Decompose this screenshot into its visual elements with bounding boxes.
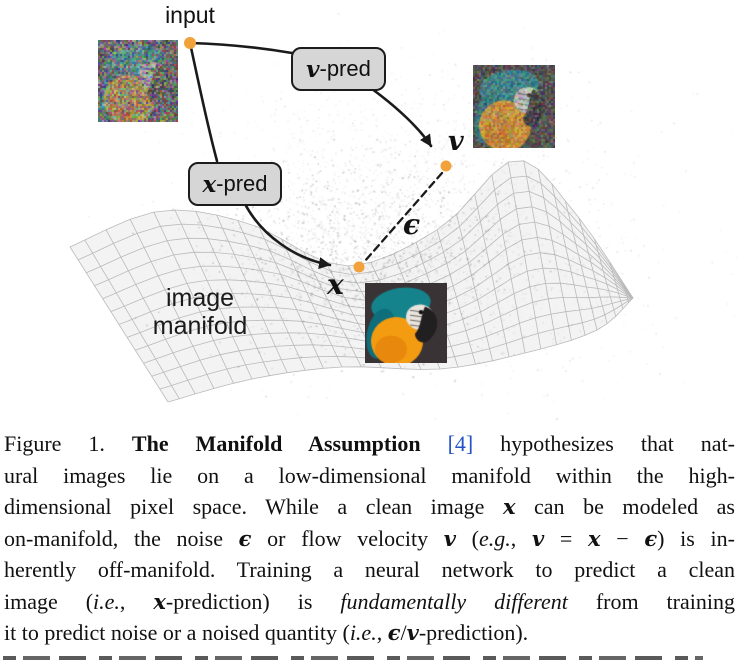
caption-run: ϵ <box>387 620 401 645</box>
caption-run: , <box>510 525 532 551</box>
citation-link-4[interactable]: [4] <box>447 431 474 456</box>
caption-run: can be modeled as <box>515 494 735 519</box>
image-manifold-label-line2: manifold <box>152 312 248 340</box>
caption-run: from training <box>567 588 735 614</box>
caption-run: ϵ <box>238 525 252 551</box>
caption-run: / <box>400 620 407 645</box>
caption-run: = <box>544 525 588 551</box>
caption-run: x <box>502 494 516 519</box>
caption-run: v <box>531 525 545 551</box>
diagram-arrows <box>184 37 452 273</box>
caption-run: fundamentally different <box>340 588 568 614</box>
epsilon-label: ϵ <box>403 208 421 241</box>
caption-run: hypothesizes that nat- <box>473 431 735 456</box>
caption-run: image ( <box>4 588 94 614</box>
input-to-xpred-curve <box>188 41 219 163</box>
v-label: v <box>448 126 464 157</box>
caption-run: v <box>406 620 419 645</box>
v-pred-box: v-pred <box>291 47 386 91</box>
caption-run: x <box>588 525 601 551</box>
x-pred-box: x-pred <box>188 162 282 206</box>
image-manifold-label: image manifold <box>118 284 282 340</box>
caption-run: i.e. <box>349 620 377 645</box>
caption-run: -prediction). <box>418 620 529 645</box>
input-to-vpred-curve <box>188 41 294 55</box>
v-pred-rest: -pred <box>319 56 371 81</box>
caption-run: on-manifold, the noise <box>4 525 239 551</box>
caption-line: herently off-manifold. Training a neural… <box>4 554 735 586</box>
caption-run: herently off-manifold. Training a neural… <box>4 557 735 582</box>
caption-line: dimensional pixel space. While a clean i… <box>4 491 735 523</box>
x-label: x <box>327 268 344 301</box>
caption-line: image (i.e., x-prediction) is fundamenta… <box>4 586 735 618</box>
x-pred-rest: -pred <box>216 171 268 196</box>
caption-line: on-manifold, the noise ϵ or flow velocit… <box>4 523 735 555</box>
caption-line: ural images lie on a low-dimensional man… <box>4 460 735 492</box>
caption-run: dimensional pixel space. While a clean i… <box>4 494 503 519</box>
caption-run: ( <box>455 525 480 551</box>
caption-run: or flow velocity <box>251 525 444 551</box>
xpred-arrow <box>243 202 332 269</box>
image-manifold-label-line1: image <box>165 284 235 312</box>
caption-line: it to predict noise or a noised quantity… <box>4 617 735 649</box>
x-point <box>353 261 365 273</box>
v-point <box>440 160 452 172</box>
parrot-heavy-noise-image <box>98 40 178 122</box>
caption-line: Figure 1. The Manifold Assumption [4] hy… <box>4 428 735 460</box>
caption-run: The Manifold Assumption <box>131 431 421 456</box>
caption-run: , <box>119 588 154 614</box>
caption-run: it to predict noise or a noised quantity… <box>4 620 350 645</box>
parrot-clean-image <box>365 283 447 363</box>
caption-run: Figure 1. <box>4 431 132 456</box>
caption-run: v <box>443 525 456 551</box>
cropped-next-text-line <box>3 656 703 660</box>
caption-run: ural images lie on a low-dimensional man… <box>4 462 735 488</box>
v-pred-math: v <box>306 55 320 83</box>
input-label: input <box>165 2 215 28</box>
caption-run: x <box>153 588 166 614</box>
caption-run: − <box>600 525 645 551</box>
caption-run: ϵ <box>644 525 658 551</box>
caption-run: i.e. <box>93 588 120 614</box>
caption-run: -prediction) is <box>165 588 341 614</box>
epsilon-dashed-line <box>363 171 444 263</box>
input-point <box>184 37 196 49</box>
figure-caption: Figure 1. The Manifold Assumption [4] hy… <box>0 428 740 649</box>
caption-run: , <box>376 620 388 645</box>
x-pred-math: x <box>202 170 217 198</box>
caption-run <box>421 431 448 456</box>
caption-run: ) is in- <box>657 525 735 551</box>
parrot-medium-noise-image <box>473 65 555 148</box>
manifold-diagram: input v x ϵ image manifold v-pred x-pred <box>0 0 740 425</box>
caption-run: e.g. <box>479 525 511 551</box>
vpred-arrow <box>370 87 433 148</box>
